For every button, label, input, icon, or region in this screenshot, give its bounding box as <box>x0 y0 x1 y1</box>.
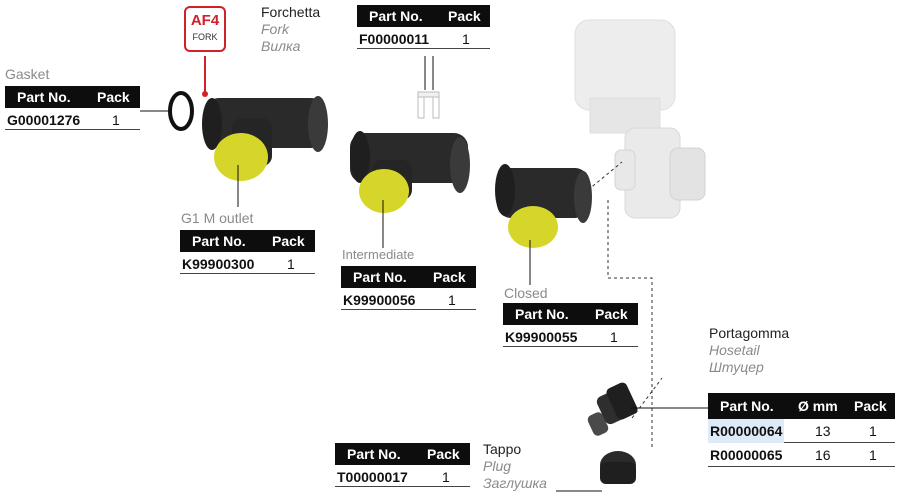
header-part-no: Part No. <box>369 8 423 24</box>
pack-qty: 1 <box>448 292 456 308</box>
header-pack: Pack <box>427 446 460 462</box>
header-diameter: Ø mm <box>798 398 838 414</box>
gasket-part-table: Part No. Pack G00001276 1 <box>5 86 140 130</box>
part-number: K99900300 <box>182 256 255 272</box>
intermediate-caption: Intermediate <box>342 247 415 262</box>
table-row: K99900055 1 <box>503 325 638 347</box>
table-header: Part No. Pack <box>180 230 315 252</box>
hosetail-part-table: Part No. Ø mm Pack R00000064 13 1 R00000… <box>708 393 895 467</box>
pack-qty: 1 <box>462 31 470 47</box>
pack-qty: 1 <box>442 469 450 485</box>
pack-qty: 1 <box>610 329 618 345</box>
fork-sub-ru: Вилка <box>261 38 301 54</box>
diameter-mm: 16 <box>815 447 831 463</box>
fork-sub-en: Fork <box>261 21 289 37</box>
header-part-no: Part No. <box>515 306 569 322</box>
closed-caption: Closed <box>504 285 548 301</box>
table-header: Part No. Pack <box>503 303 638 325</box>
badge-leader-dot <box>202 91 208 97</box>
hosetail-title: Portagomma <box>709 325 790 341</box>
header-pack: Pack <box>854 398 887 414</box>
valve-assembly-image <box>574 19 706 219</box>
outlet-caption: G1 M outlet <box>181 210 254 226</box>
intermediate-fitting-image <box>350 131 470 248</box>
hosetail-sub-en: Hosetail <box>709 342 760 358</box>
plug-sub-ru: Заглушка <box>483 475 547 491</box>
closed-part-table: Part No. Pack K99900055 1 <box>503 303 638 347</box>
badge-code: AF4 <box>190 12 220 29</box>
table-row: R00000064 13 1 <box>708 419 895 443</box>
table-row: F00000011 1 <box>357 27 490 49</box>
hosetail-image <box>587 382 638 436</box>
fork-part-table: Part No. Pack F00000011 1 <box>357 5 490 49</box>
pack-qty: 1 <box>869 447 877 463</box>
part-number: T00000017 <box>337 469 408 485</box>
table-row: K99900300 1 <box>180 252 315 274</box>
part-number: R00000064 <box>708 419 785 443</box>
gasket-ring-image <box>168 91 194 131</box>
intermediate-part-table: Part No. Pack K99900056 1 <box>341 266 476 310</box>
table-header: Part No. Pack <box>341 266 476 288</box>
pack-qty: 1 <box>112 112 120 128</box>
part-number: F00000011 <box>359 31 430 47</box>
outlet-part-table: Part No. Pack K99900300 1 <box>180 230 315 274</box>
table-header: Part No. Pack <box>5 86 140 108</box>
part-number: G00001276 <box>7 112 81 128</box>
header-pack: Pack <box>97 89 130 105</box>
header-part-no: Part No. <box>347 446 401 462</box>
diameter-mm: 13 <box>815 423 831 439</box>
header-part-no: Part No. <box>720 398 774 414</box>
part-number: K99900055 <box>505 329 578 345</box>
header-pack: Pack <box>433 269 466 285</box>
pack-qty: 1 <box>869 423 877 439</box>
table-header: Part No. Pack <box>335 443 470 465</box>
header-pack: Pack <box>448 8 481 24</box>
table-row: G00001276 1 <box>5 108 140 130</box>
table-header: Part No. Ø mm Pack <box>708 393 895 419</box>
table-header: Part No. Pack <box>357 5 490 27</box>
gasket-caption: Gasket <box>5 66 50 82</box>
table-row: K99900056 1 <box>341 288 476 310</box>
closed-fitting-image <box>495 164 592 285</box>
plug-part-table: Part No. Pack T00000017 1 <box>335 443 470 487</box>
header-pack: Pack <box>272 233 305 249</box>
header-part-no: Part No. <box>353 269 407 285</box>
header-part-no: Part No. <box>192 233 246 249</box>
table-row: R00000065 16 1 <box>708 443 895 467</box>
fork-title: Forchetta <box>261 4 321 20</box>
part-number: R00000065 <box>710 447 783 463</box>
header-part-no: Part No. <box>17 89 71 105</box>
table-row: T00000017 1 <box>335 465 470 487</box>
plug-sub-en: Plug <box>483 458 512 474</box>
outlet-fitting-image <box>202 96 328 207</box>
hosetail-sub-ru: Штуцер <box>709 359 764 375</box>
af4-fork-badge: AF4 FORK <box>184 6 226 52</box>
badge-sub: FORK <box>192 32 218 42</box>
plug-title: Tappo <box>483 441 522 457</box>
part-number: K99900056 <box>343 292 416 308</box>
plug-image <box>600 451 636 484</box>
pack-qty: 1 <box>287 256 295 272</box>
header-pack: Pack <box>595 306 628 322</box>
fork-clip-image <box>417 56 440 119</box>
